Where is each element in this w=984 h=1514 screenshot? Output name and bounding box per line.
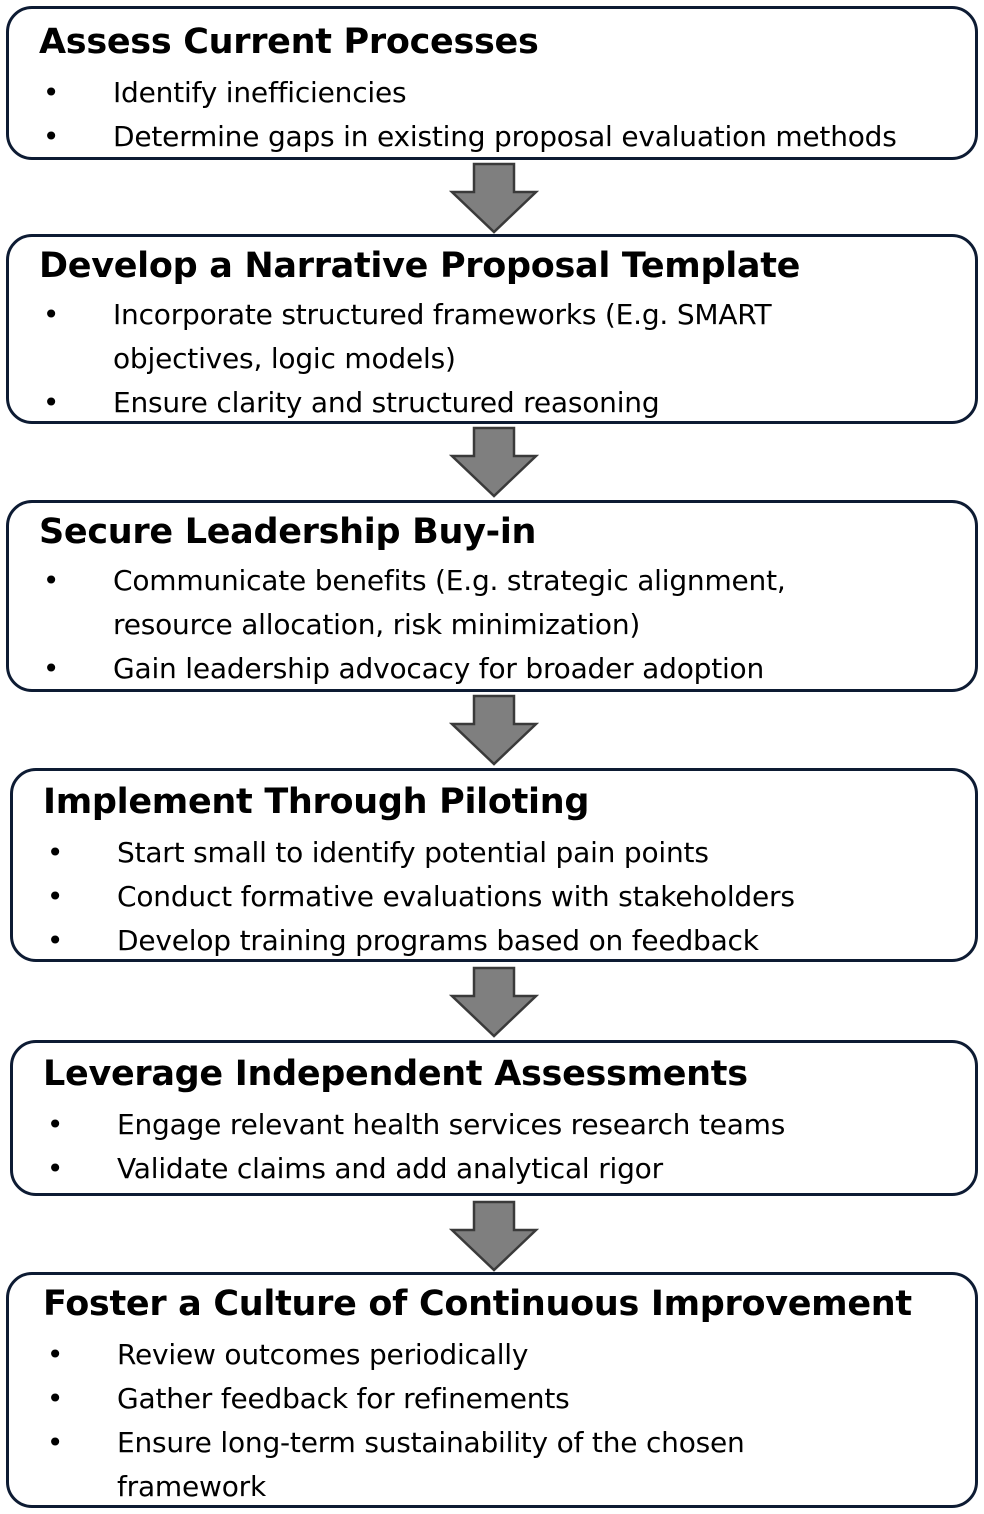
bullet-text: Conduct formative evaluations with stake… <box>117 880 795 913</box>
bullet-icon: • <box>46 1152 64 1185</box>
bullet-text: Incorporate structured frameworks (E.g. … <box>113 298 772 375</box>
bullet-icon: • <box>46 1338 64 1371</box>
step-title: Secure Leadership Buy-in <box>39 512 537 552</box>
down-arrow-icon <box>448 694 540 766</box>
bullet-text: Engage relevant health services research… <box>117 1108 786 1141</box>
down-arrow-icon <box>448 966 540 1038</box>
list-item: • Gather feedback for refinements <box>43 1377 825 1421</box>
bullet-icon: • <box>42 298 60 331</box>
step-title: Implement Through Piloting <box>43 782 590 822</box>
bullet-text: Review outcomes periodically <box>117 1338 529 1371</box>
step-title: Develop a Narrative Proposal Template <box>39 246 801 286</box>
bullet-text: Communicate benefits (E.g. strategic ali… <box>113 564 786 641</box>
down-arrow-icon <box>448 1200 540 1272</box>
bullet-icon: • <box>46 1426 64 1459</box>
bullet-text: Determine gaps in existing proposal eval… <box>113 120 897 153</box>
step-box-assess: Assess Current Processes • Identify ineff… <box>6 6 978 160</box>
bullet-text: Validate claims and add analytical rigor <box>117 1152 663 1185</box>
bullet-list: • Identify inefficiencies • Determine gaps… <box>39 71 951 159</box>
bullet-text: Ensure clarity and structured reasoning <box>113 386 660 419</box>
bullet-list: • Communicate benefits (E.g. strategic al… <box>39 559 855 691</box>
down-arrow-icon <box>448 426 540 498</box>
list-item: • Engage relevant health services researc… <box>43 1103 951 1147</box>
bullet-icon: • <box>42 120 60 153</box>
bullet-icon: • <box>42 564 60 597</box>
step-box-secure: Secure Leadership Buy-in • Communicate be… <box>6 500 978 692</box>
bullet-text: Develop training programs based on feedb… <box>117 924 759 957</box>
list-item: • Review outcomes periodically <box>43 1333 825 1377</box>
step-box-leverage: Leverage Independent Assessments • Engage… <box>10 1040 978 1196</box>
bullet-text: Gain leadership advocacy for broader ado… <box>113 652 765 685</box>
list-item: • Identify inefficiencies <box>39 71 951 115</box>
step-title: Assess Current Processes <box>39 22 539 62</box>
step-box-implement: Implement Through Piloting • Start small … <box>10 768 978 962</box>
bullet-text: Identify inefficiencies <box>113 76 407 109</box>
bullet-icon: • <box>46 1382 64 1415</box>
list-item: • Incorporate structured frameworks (E.g.… <box>39 293 855 381</box>
step-box-foster: Foster a Culture of Continuous Improveme… <box>6 1272 978 1508</box>
bullet-icon: • <box>42 652 60 685</box>
bullet-text: Start small to identify potential pain p… <box>117 836 709 869</box>
list-item: • Gain leadership advocacy for broader ad… <box>39 647 855 691</box>
bullet-text: Gather feedback for refinements <box>117 1382 570 1415</box>
list-item: • Communicate benefits (E.g. strategic al… <box>39 559 855 647</box>
step-title: Foster a Culture of Continuous Improveme… <box>43 1284 912 1324</box>
bullet-icon: • <box>42 76 60 109</box>
list-item: • Ensure long-term sustainability of the … <box>43 1421 825 1509</box>
bullet-list: • Engage relevant health services researc… <box>43 1103 951 1191</box>
bullet-icon: • <box>46 880 64 913</box>
list-item: • Validate claims and add analytical rigo… <box>43 1147 951 1191</box>
list-item: • Conduct formative evaluations with stak… <box>43 875 951 919</box>
bullet-text: Ensure long-term sustainability of the c… <box>117 1426 745 1503</box>
bullet-list: • Start small to identify potential pain … <box>43 831 951 963</box>
down-arrow-icon <box>448 162 540 234</box>
list-item: • Start small to identify potential pain … <box>43 831 951 875</box>
bullet-icon: • <box>46 924 64 957</box>
bullet-icon: • <box>46 1108 64 1141</box>
bullet-icon: • <box>42 386 60 419</box>
bullet-list: • Review outcomes periodically • Gather fe… <box>43 1333 825 1509</box>
step-title: Leverage Independent Assessments <box>43 1054 748 1094</box>
step-box-develop: Develop a Narrative Proposal Template • I… <box>6 234 978 424</box>
bullet-list: • Incorporate structured frameworks (E.g.… <box>39 293 855 425</box>
list-item: • Develop training programs based on feed… <box>43 919 951 963</box>
bullet-icon: • <box>46 836 64 869</box>
list-item: • Determine gaps in existing proposal eva… <box>39 115 951 159</box>
list-item: • Ensure clarity and structured reasoning <box>39 381 855 425</box>
